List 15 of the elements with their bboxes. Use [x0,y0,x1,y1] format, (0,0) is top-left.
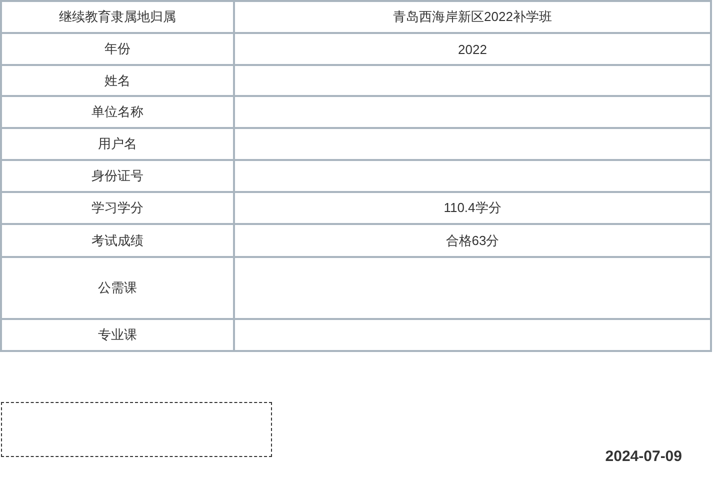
table-cell: 继续教育隶属地归属 [1,1,234,33]
table-cell: 考试成绩 [1,224,234,257]
table-cell: 合格63分 [234,224,711,257]
table-cell: 身份证号 [1,160,234,192]
table-cell: 110.4学分 [234,192,711,224]
date-text: 2024-07-09 [605,448,682,465]
table-cell: 2022 [234,33,711,65]
table-cell: 青岛西海岸新区2022补学班 [234,1,711,33]
table-cell: 公需课 [1,257,234,319]
table-cell: 姓名 [1,65,234,96]
table-cell: 年份 [1,33,234,65]
table-cell: 学习学分 [1,192,234,224]
table-cell: 专业课 [1,319,234,351]
table-cell: 用户名 [1,128,234,160]
table-cell: 单位名称 [1,96,234,128]
